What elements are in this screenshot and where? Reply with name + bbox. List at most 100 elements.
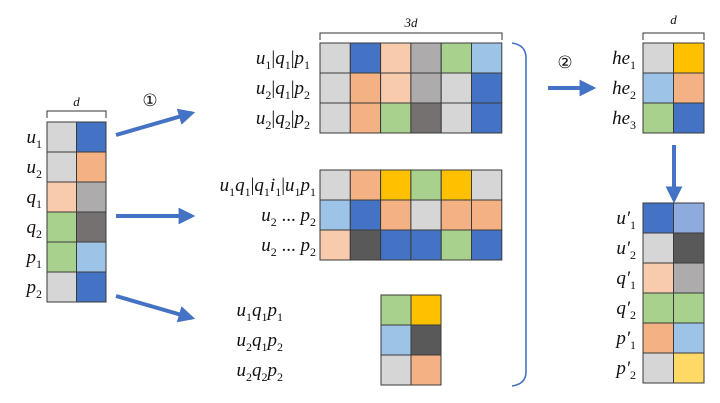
path-group-2-cell bbox=[319, 169, 351, 201]
path-group-1-cell bbox=[380, 102, 412, 134]
path-group-2-cell bbox=[410, 199, 442, 231]
path-group-1-cell bbox=[410, 72, 442, 104]
arrow-to-path-group-3 bbox=[115, 294, 196, 323]
output-cell bbox=[642, 322, 674, 354]
path-group-2-label: u2​ ... p2​ bbox=[261, 235, 316, 259]
hyperedge-cell bbox=[642, 102, 674, 134]
path-group-3-matrix bbox=[380, 294, 442, 386]
input-label-u2: u2​ bbox=[27, 157, 43, 181]
path-group-3-label: u2​q1​p2​ bbox=[237, 330, 284, 354]
path-group-3-label: u2​q2​p2​ bbox=[237, 360, 284, 384]
path-group-2-cell bbox=[380, 199, 412, 231]
path-group-2-cell bbox=[349, 169, 382, 201]
path-group-1-cell bbox=[380, 72, 412, 104]
input-dim-brace: d bbox=[46, 94, 107, 118]
path-group-2-cell bbox=[319, 199, 351, 231]
path-group-3-label: u1​q1​p1​ bbox=[237, 300, 284, 324]
path-group-2-cell bbox=[319, 229, 351, 261]
hyperedge-label: he1​ bbox=[612, 48, 636, 72]
path-group-1-label: u1​|q1​|p1​ bbox=[256, 48, 310, 72]
path-group-3-cell bbox=[380, 354, 412, 386]
hyperedge-labels: he1​he2​he3​ bbox=[612, 48, 636, 132]
input-label-u1: u1​ bbox=[27, 127, 43, 151]
path-group-3-cell bbox=[410, 294, 442, 326]
output-cell bbox=[642, 202, 674, 234]
input-cell bbox=[46, 271, 77, 303]
path-group-1-matrix bbox=[319, 42, 503, 134]
hyperedge-label: he3​ bbox=[612, 108, 636, 132]
path-group-2-cell bbox=[471, 229, 503, 261]
hyperedge-cell bbox=[642, 42, 674, 74]
path-group-2-cell bbox=[440, 199, 473, 231]
path-group-2-cell bbox=[440, 169, 473, 201]
input-dim-label: d bbox=[73, 94, 80, 109]
output-cell bbox=[673, 232, 705, 264]
path-group-2-cell bbox=[410, 229, 442, 261]
hyperedge-cell bbox=[673, 102, 705, 134]
output-cell bbox=[642, 352, 674, 384]
path-group-2-cell bbox=[380, 229, 412, 261]
output-node-labels: u′1​u′2​q′1​q′2​p′1​p′2​ bbox=[614, 208, 636, 382]
path-group-1-cell bbox=[380, 42, 412, 74]
output-cell bbox=[673, 352, 705, 384]
path-dim-brace: 3d bbox=[319, 15, 503, 40]
step-two-marker: ② bbox=[557, 53, 572, 72]
path-group-1-label: u2​|q2​|p2​ bbox=[256, 108, 310, 132]
hyperedge-matrix bbox=[642, 42, 705, 134]
output-cell bbox=[673, 322, 705, 354]
path-group-3-cell bbox=[410, 324, 442, 356]
output-cell bbox=[642, 232, 674, 264]
output-label-u1: u′1​ bbox=[616, 208, 636, 232]
path-group-3-cell bbox=[380, 324, 412, 356]
output-label-q1: q′1​ bbox=[616, 268, 636, 292]
hyperedge-cell bbox=[673, 42, 705, 74]
hyperedge-cell bbox=[642, 72, 674, 104]
input-cell bbox=[76, 181, 107, 213]
path-group-2-label: u2​ ... p2​ bbox=[261, 205, 316, 229]
output-cell bbox=[642, 292, 674, 324]
input-label-q2: q2​ bbox=[27, 217, 43, 241]
output-cell bbox=[673, 262, 705, 294]
path-group-2-cell bbox=[410, 169, 442, 201]
path-group-1-labels: u1​|q1​|p1​ u2​|q1​|p2​ u2​|q2​|p2​ bbox=[256, 48, 310, 132]
path-group-1-cell bbox=[410, 102, 442, 134]
arrows-from-input bbox=[115, 108, 196, 323]
path-group-1-cell bbox=[471, 72, 503, 104]
path-group-1-cell bbox=[440, 42, 473, 74]
path-group-1-cell bbox=[319, 42, 351, 74]
path-group-2-cell bbox=[471, 199, 503, 231]
path-dim-label: 3d bbox=[404, 15, 419, 30]
path-groups-bracket bbox=[511, 42, 527, 387]
path-group-2-cell bbox=[349, 229, 382, 261]
input-cell bbox=[76, 151, 107, 183]
input-cell bbox=[76, 211, 107, 243]
output-dim-brace: d bbox=[642, 12, 705, 40]
path-group-1-cell bbox=[471, 102, 503, 134]
input-cell bbox=[76, 271, 107, 303]
input-cell bbox=[46, 241, 77, 273]
output-label-p1: p′1​ bbox=[614, 328, 636, 352]
input-cell bbox=[46, 211, 77, 243]
path-group-1-cell bbox=[319, 72, 351, 104]
output-label-u2: u′2​ bbox=[616, 238, 636, 262]
path-group-1-cell bbox=[440, 72, 473, 104]
path-group-1-cell bbox=[349, 102, 382, 134]
path-group-1-cell bbox=[440, 102, 473, 134]
path-group-2-cell bbox=[349, 199, 382, 231]
path-group-2-matrix bbox=[319, 169, 503, 261]
path-group-2-cell bbox=[440, 229, 473, 261]
path-group-1-cell bbox=[349, 42, 382, 74]
output-cell bbox=[673, 202, 705, 234]
path-group-2-cell bbox=[380, 169, 412, 201]
hyperedge-cell bbox=[673, 72, 705, 104]
path-group-2-cell bbox=[471, 169, 503, 201]
path-group-3-cell bbox=[380, 294, 412, 326]
input-label-p1: p1​ bbox=[25, 247, 43, 271]
step-one-marker: ① bbox=[142, 91, 157, 110]
path-group-1-cell bbox=[471, 42, 503, 74]
input-embedding-matrix bbox=[46, 121, 107, 303]
input-cell bbox=[76, 241, 107, 273]
path-group-1-cell bbox=[349, 72, 382, 104]
path-group-1-label: u2​|q1​|p2​ bbox=[256, 78, 310, 102]
